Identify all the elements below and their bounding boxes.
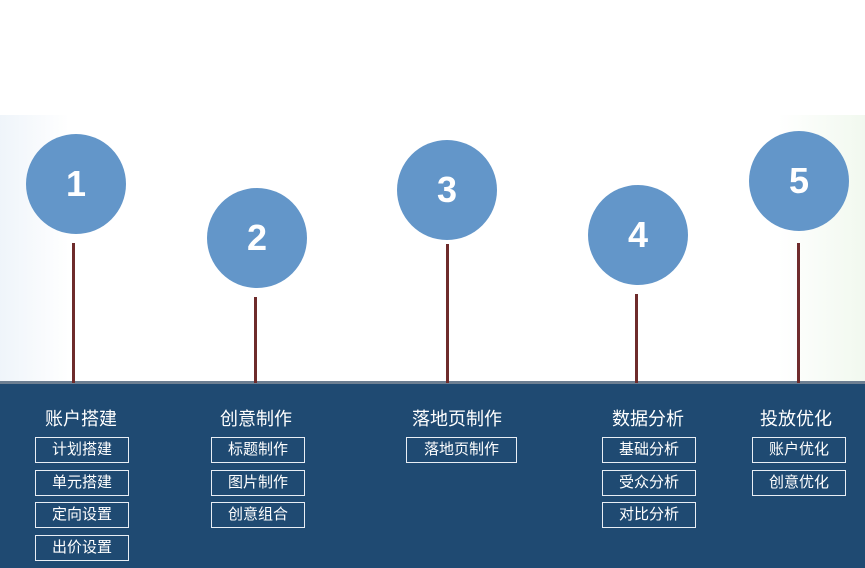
step-1-item-2: 单元搭建 (35, 470, 129, 496)
step-3-circle: 3 (397, 140, 497, 240)
step-5-number: 5 (788, 160, 810, 201)
step-5-circle: 5 (749, 131, 849, 231)
step-1-stem (72, 243, 75, 383)
step-2-item-3: 创意组合 (211, 502, 305, 528)
step-2-title: 创意制作 (220, 409, 292, 430)
step-2-stem (254, 297, 257, 383)
step-4-number: 4 (627, 214, 649, 255)
step-4-item-3: 对比分析 (602, 502, 696, 528)
step-1-item-3: 定向设置 (35, 502, 129, 528)
step-2-item-1: 标题制作 (211, 437, 305, 463)
step-5-item-2: 创意优化 (752, 470, 846, 496)
step-1-circle: 1 (26, 134, 126, 234)
step-2-number: 2 (246, 217, 268, 258)
step-5-title: 投放优化 (760, 409, 832, 430)
step-1-item-1: 计划搭建 (35, 437, 129, 463)
step-5-item-1: 账户优化 (752, 437, 846, 463)
step-4-stem (635, 294, 638, 383)
step-3-item-1: 落地页制作 (406, 437, 517, 463)
step-2-item-2: 图片制作 (211, 470, 305, 496)
step-4-item-1: 基础分析 (602, 437, 696, 463)
step-1-number: 1 (65, 163, 87, 204)
step-1-item-4: 出价设置 (35, 535, 129, 561)
bottom-band (0, 381, 865, 568)
step-3-title: 落地页制作 (412, 409, 502, 430)
step-1-title: 账户搭建 (45, 409, 117, 430)
step-4-item-2: 受众分析 (602, 470, 696, 496)
step-2-circle: 2 (207, 188, 307, 288)
step-4-circle: 4 (588, 185, 688, 285)
step-4-title: 数据分析 (612, 409, 684, 430)
step-5-stem (797, 243, 800, 383)
step-3-number: 3 (436, 169, 458, 210)
step-3-stem (446, 244, 449, 383)
